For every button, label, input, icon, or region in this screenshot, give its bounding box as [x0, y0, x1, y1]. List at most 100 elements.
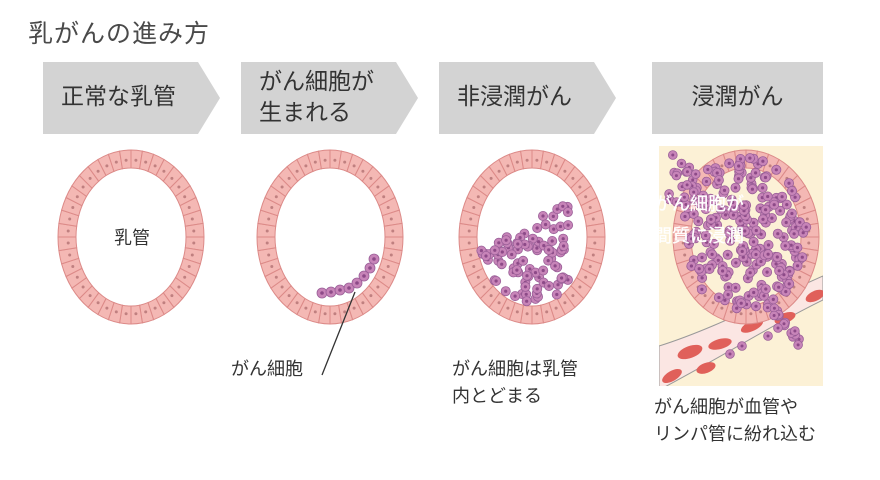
cancer-nucleus [706, 168, 710, 171]
cancer-nucleus [785, 203, 789, 207]
cell-nucleus [75, 275, 79, 279]
cancer-nucleus [761, 159, 765, 163]
cancer-nucleus [547, 248, 551, 252]
cell-nucleus [265, 229, 269, 233]
cell-nucleus [506, 164, 510, 168]
cell-nucleus [469, 253, 473, 257]
caption-line: がん細胞は乳管 [452, 359, 578, 380]
cancer-nucleus [727, 161, 731, 165]
cell-nucleus [274, 195, 278, 199]
cell-nucleus [777, 301, 781, 305]
stage-header-cancer-cell-born: がん細胞が 生まれる [241, 62, 418, 134]
cell-nucleus [391, 241, 395, 245]
cancer-nucleus [787, 181, 791, 185]
cancer-nucleus [542, 244, 546, 248]
cell-nucleus [588, 265, 592, 268]
cancer-nucleus [704, 233, 708, 238]
stage-header-text: 浸潤がん [691, 84, 784, 111]
cell-nucleus [729, 310, 733, 314]
cell-nucleus [114, 310, 118, 314]
stage-header-text: がん細胞が [259, 68, 374, 95]
cancer-nucleus [746, 276, 750, 280]
cell-nucleus [267, 217, 271, 221]
cancer-nucleus [533, 271, 538, 275]
cancer-nucleus [761, 186, 765, 190]
cancer-nucleus [329, 290, 333, 294]
cancer-nucleus [796, 343, 800, 347]
cell-nucleus [183, 275, 187, 279]
cancer-nucleus [551, 214, 555, 218]
cell-nucleus [554, 306, 558, 310]
cancer-nucleus [675, 200, 678, 204]
cancer-nucleus [726, 253, 730, 257]
cancer-nucleus [766, 334, 770, 338]
cell-nucleus [361, 169, 365, 173]
cancer-nucleus [504, 238, 508, 242]
cell-nucleus [386, 206, 390, 209]
cancer-nucleus [764, 208, 768, 212]
cell-nucleus [389, 253, 393, 257]
cancer-nucleus [777, 269, 781, 273]
cancer-nucleus [556, 283, 560, 287]
cancer-nucleus [700, 276, 704, 280]
cell-nucleus [323, 312, 327, 316]
cancer-nucleus [759, 232, 763, 236]
cell-nucleus [105, 164, 109, 168]
cancer-nucleus [535, 226, 539, 230]
cancer-nucleus [783, 244, 787, 248]
cancer-nucleus [750, 187, 755, 191]
cancer-nucleus [787, 282, 791, 286]
cancer-nucleus [741, 255, 745, 259]
cell-nucleus [75, 195, 79, 199]
cancer-nucleus [740, 344, 744, 348]
cell-nucleus [469, 217, 473, 221]
red-blood-cell [696, 362, 716, 374]
cell-nucleus [177, 185, 181, 189]
cell-nucleus [376, 185, 380, 189]
cell-nucleus [144, 160, 148, 164]
cell-nucleus [535, 158, 539, 162]
cell-nucleus [88, 294, 92, 298]
cancer-nucleus [547, 284, 551, 288]
cell-nucleus [681, 241, 685, 245]
cancer-nucleus [553, 264, 557, 268]
cancer-nucleus [704, 207, 708, 211]
cancer-nucleus [523, 242, 527, 247]
cancer-nucleus [710, 252, 714, 256]
cell-nucleus [105, 306, 109, 310]
cell-nucleus [295, 169, 299, 173]
caption-line: がん細胞が血管や [654, 397, 798, 418]
cell-nucleus [571, 294, 575, 298]
cell-nucleus [802, 206, 806, 209]
cancer-nucleus [766, 194, 770, 199]
cancer-nucleus [671, 153, 675, 157]
cancer-nucleus [731, 200, 735, 204]
cancer-nucleus [685, 183, 689, 187]
cancer-nucleus [734, 261, 738, 265]
cancer-nucleus [726, 285, 731, 289]
duct-invasive [664, 149, 820, 359]
cancer-nucleus [749, 176, 753, 180]
cell-nucleus [563, 169, 567, 173]
cancer-nucleus [537, 240, 541, 244]
cell-nucleus [124, 158, 128, 162]
cancer-nucleus [772, 314, 776, 317]
cell-nucleus [535, 312, 539, 316]
cancer-nucleus [763, 175, 768, 180]
cell-nucleus [497, 301, 501, 305]
cell-nucleus [515, 160, 519, 164]
cell-nucleus [703, 294, 707, 298]
cancer-nucleus [562, 244, 566, 248]
cancer-nucleus [733, 186, 738, 190]
cancer-nucleus [525, 274, 529, 278]
cancer-nucleus [689, 264, 694, 268]
cell-nucleus [190, 253, 194, 257]
cancer-nucleus [776, 326, 780, 330]
cell-nucleus [525, 158, 529, 162]
cancer-nucleus [516, 242, 520, 246]
cell-nucleus [489, 176, 493, 180]
cell-nucleus [369, 176, 373, 180]
cell-nucleus [467, 229, 471, 233]
cell-nucleus [807, 241, 811, 245]
cell-nucleus [187, 206, 191, 209]
